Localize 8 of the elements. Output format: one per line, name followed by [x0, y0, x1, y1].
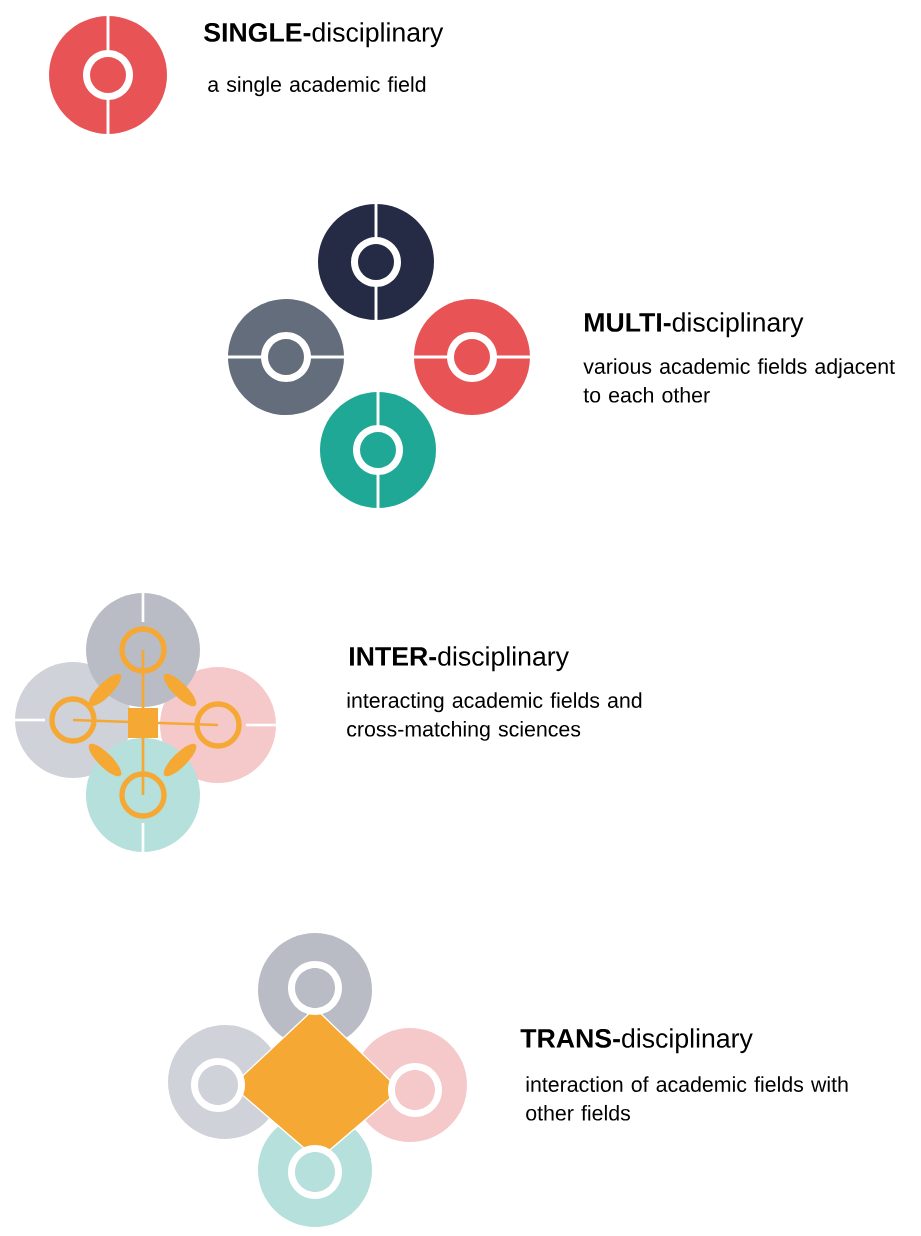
heading: MULTI-disciplinary: [585, 312, 804, 338]
description: various academic fields adjacent to each other: [583, 358, 895, 403]
description: interaction of academic fields with other fields: [526, 1076, 848, 1121]
description: interacting academic fields and cross-matching sciences: [347, 692, 642, 741]
heading: TRANS-disciplinary: [520, 1028, 753, 1054]
heading: INTER-disciplinary: [350, 646, 569, 672]
description: a single academic field: [208, 76, 426, 97]
heading: SINGLE-disciplinary: [204, 22, 444, 48]
